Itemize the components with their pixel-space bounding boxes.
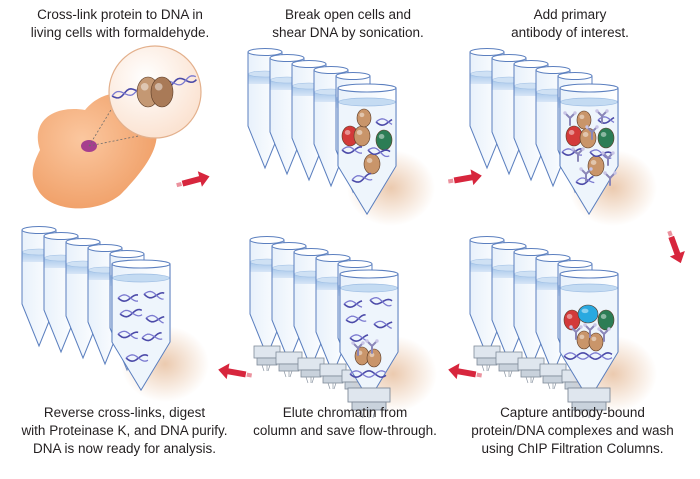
filtration-column-icon (297, 357, 325, 384)
caption-line: column and save flow-through. (253, 423, 437, 438)
caption-line: Elute chromatin from (282, 405, 408, 420)
caption-antibody: Add primary antibody of interest. (460, 6, 680, 42)
antibody-icon (585, 125, 599, 140)
protein-complex-icon (565, 125, 583, 147)
caption-crosslink: Cross-link protein to DNA in living cell… (10, 6, 230, 42)
filtration-column-icon (347, 387, 391, 419)
filtration-column-icon (539, 363, 567, 390)
antibody-icon (563, 111, 577, 126)
protein-complex-icon (353, 125, 371, 147)
dna-helix-icon (119, 308, 143, 318)
protein-complex-icon (375, 129, 393, 151)
protein-complex-icon (588, 332, 604, 352)
caption-line: Reverse cross-links, digest (43, 405, 206, 420)
caption-line: protein/DNA complexes and wash (471, 423, 674, 438)
caption-elute: Elute chromatin from column and save flo… (240, 404, 450, 440)
dna-helix-icon (145, 314, 165, 324)
antibody-icon (601, 151, 615, 166)
caption-reverse: Reverse cross-links, digest with Protein… (2, 404, 247, 458)
antibody-icon (571, 147, 585, 162)
protein-complex-icon (150, 76, 174, 108)
dna-helix-icon (563, 351, 613, 361)
panel-antibody (469, 48, 657, 226)
dna-helix-icon (143, 290, 165, 300)
protein-complex-icon (563, 309, 581, 331)
antibody-icon (351, 341, 365, 356)
dna-helix-icon (141, 332, 163, 342)
front-tube (559, 83, 657, 226)
protein-complex-icon (576, 330, 592, 350)
caption-shear: Break open cells and shear DNA by sonica… (238, 6, 458, 42)
caption-line: Break open cells and (284, 7, 412, 22)
antibody-icon (577, 304, 599, 324)
antibody-icon (579, 167, 593, 182)
dna-helix-icon (349, 370, 387, 379)
flow-arrow-icon (176, 171, 210, 188)
panel-reverse (21, 226, 209, 402)
filtration-column-icon (319, 363, 347, 390)
antibody-icon (595, 109, 609, 124)
front-tube (337, 83, 435, 226)
protein-complex-icon (341, 125, 359, 147)
caption-line: DNA is now ready for analysis. (32, 441, 217, 456)
filtration-column-icon (567, 387, 611, 419)
protein-complex-icon (597, 127, 615, 149)
dna-helix-icon (343, 300, 363, 309)
dna-helix-icon (369, 297, 393, 307)
protein-complex-icon (366, 348, 382, 368)
protein-complex-icon (576, 110, 592, 130)
caption-line: using ChIP Filtration Columns. (481, 441, 664, 456)
caption-capture: Capture antibody-bound protein/DNA compl… (450, 404, 695, 458)
dna-helix-icon (597, 116, 615, 125)
dna-helix-icon (373, 320, 393, 329)
dna-helix-icon (341, 146, 363, 155)
front-tube (339, 269, 437, 419)
antibody-icon (569, 325, 583, 340)
filtration-column-icon (275, 351, 303, 378)
flow-arrow-icon (218, 363, 253, 380)
front-tube (559, 269, 657, 419)
antibody-icon (365, 339, 379, 354)
dna-helix-icon (117, 330, 139, 340)
dna-helix-icon (345, 314, 367, 324)
protein-complex-icon (363, 153, 381, 175)
panel-capture (469, 236, 657, 419)
protein-complex-icon (597, 309, 615, 331)
protein-complex-icon (356, 108, 372, 128)
antibody-icon (603, 171, 617, 186)
flow-arrow-icon (448, 363, 483, 380)
magnifier-inset-icon (108, 45, 202, 139)
caption-line: living cells with formaldehyde. (30, 25, 210, 40)
dna-helix-icon (117, 294, 139, 303)
front-tube (111, 259, 209, 402)
flow-arrow-icon (447, 169, 482, 186)
caption-line: shear DNA by sonication. (272, 25, 424, 40)
dna-helix-icon (375, 118, 393, 127)
caption-line: Capture antibody-bound (500, 405, 645, 420)
panel-elute (249, 236, 437, 419)
caption-line: Add primary (533, 7, 607, 22)
antibody-icon (597, 327, 611, 342)
dna-helix-icon (351, 172, 373, 183)
dna-helix-icon (367, 147, 391, 158)
panel-shear (247, 48, 435, 226)
caption-line: antibody of interest. (511, 25, 629, 40)
antibody-icon (583, 323, 597, 338)
dna-helix-icon (349, 334, 369, 343)
dna-helix-icon (125, 354, 149, 363)
caption-line: with Proteinase K, and DNA purify. (21, 423, 228, 438)
panel-crosslink (32, 45, 202, 209)
dna-helix-icon (575, 175, 595, 186)
protein-complex-icon (587, 155, 605, 177)
flow-arrow-icon (667, 230, 685, 264)
filtration-column-icon (473, 345, 501, 372)
tube (65, 238, 101, 360)
caption-line: Cross-link protein to DNA in (37, 7, 203, 22)
